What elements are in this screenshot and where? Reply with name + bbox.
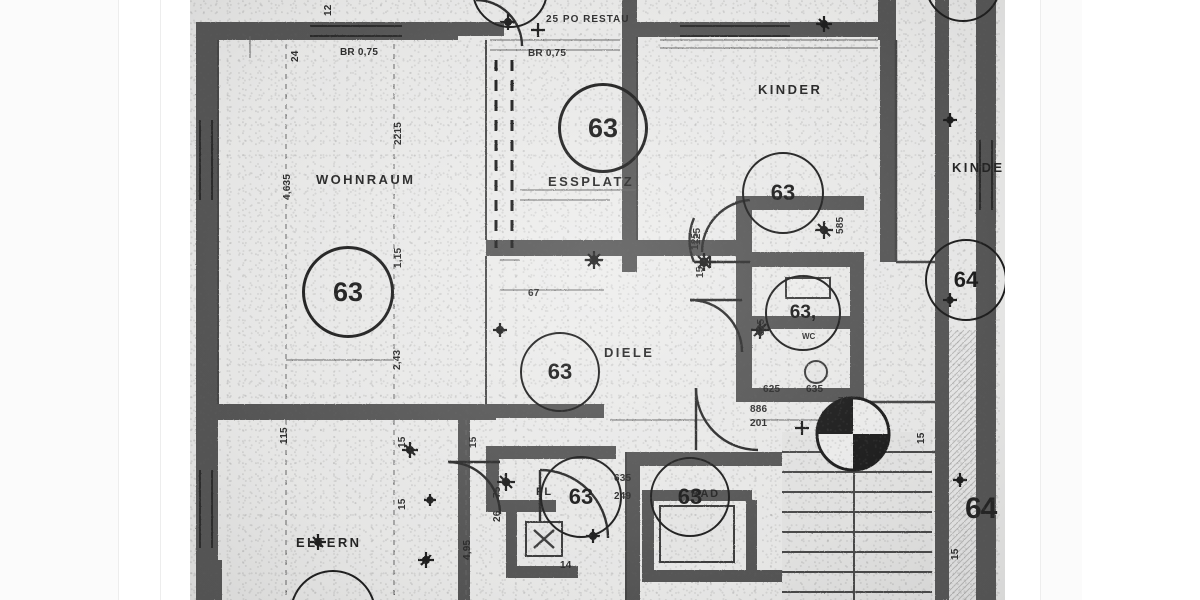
dim-wohnraum-width: 2215 <box>393 121 404 145</box>
dim-stair-635: 635 <box>806 384 824 395</box>
right-hatch-strip <box>949 330 976 600</box>
room-label-eltern: ELTERN <box>296 535 362 550</box>
room-label-wohnraum: WOHNRAUM <box>316 172 416 187</box>
dim-wc-7: 7 <box>838 396 844 407</box>
dim-kinder-585: 585 <box>835 216 846 234</box>
room-label-essplatz: ESSPLATZ <box>548 174 635 189</box>
marker-wc: 63, <box>765 275 841 351</box>
marker-essplatz: 63 <box>558 83 648 173</box>
marker-kinder-2: 64 <box>925 239 1005 321</box>
floor-plan-drawing <box>196 0 996 600</box>
marker-edge-right-bottom: 64 <box>965 492 997 525</box>
marker-value: 63 <box>547 359 573 384</box>
dim-right-125: 125 <box>690 232 701 250</box>
room-label-kinder-2: KINDE <box>952 160 1005 175</box>
dim-restaurant-note: 25 PO RESTAU <box>546 14 630 25</box>
marker-wohnraum: 63 <box>302 246 394 338</box>
dim-eltern-115: 115 <box>279 427 290 444</box>
marker-value: 63 <box>677 484 703 509</box>
room-label-diele: DIELE <box>604 345 655 360</box>
dashed-sliding-partition <box>494 60 514 248</box>
dim-top-12: 12 <box>323 4 334 16</box>
dim-stair-886: 886 <box>750 404 768 415</box>
marker-kinder: 63 <box>742 152 824 234</box>
dim-flur-14: 14 <box>560 560 572 571</box>
dim-stair-625: 625 <box>763 384 781 395</box>
left-margin-hairline-b <box>160 0 161 600</box>
marker-value: 63, <box>789 302 817 323</box>
marker-diele: 63 <box>520 332 600 412</box>
dim-wohnraum-b2: 1,15 <box>393 247 404 268</box>
dim-diele-67: 67 <box>528 288 540 299</box>
marker-value: 63 <box>332 276 364 307</box>
dim-bottom-15: 15 <box>950 548 961 560</box>
dim-eltern-15b: 15 <box>397 436 408 448</box>
right-page-margin <box>1040 0 1082 600</box>
left-margin-hairline-a <box>118 0 119 600</box>
dim-bad-249: 249 <box>614 491 632 502</box>
dim-bad-635: 635 <box>614 473 632 484</box>
dim-top-left-24: 24 <box>290 50 301 62</box>
dim-window-mid: BR 0,75 <box>528 48 567 59</box>
dim-flur-75: 75 <box>492 486 503 498</box>
left-page-margin <box>0 0 118 600</box>
dim-wohnraum-b1: 2,43 <box>392 349 403 370</box>
wall-layer <box>196 0 996 600</box>
floor-plan-sheet: WOHNRAUM ESSPLATZ KINDER KINDE DIELE ELT… <box>190 0 1005 600</box>
marker-value: 63 <box>587 112 619 143</box>
marker-flur: 63 <box>540 456 622 538</box>
dimension-lines <box>249 36 878 600</box>
survey-quadrant-marker <box>815 396 891 472</box>
dim-eltern-height: 4,95 <box>462 539 473 560</box>
dim-kinder-15a: 15 <box>695 266 706 278</box>
window-openings <box>199 25 993 548</box>
dim-wohnraum-height: 4,635 <box>282 173 293 200</box>
marker-bad: 63 <box>650 457 730 537</box>
dim-eltern-15c: 15 <box>397 498 408 510</box>
dim-eltern-15d: 15 <box>468 436 479 448</box>
room-label-kinder: KINDER <box>758 82 823 97</box>
dim-wc-625: 625 <box>756 318 767 336</box>
marker-value: 64 <box>953 267 979 292</box>
right-margin-hairline <box>1040 0 1041 600</box>
marker-value: 63 <box>568 484 594 509</box>
dim-right-15e: 15 <box>916 432 927 444</box>
marker-value: 63 <box>770 180 796 205</box>
dim-window-left: BR 0,75 <box>340 47 379 58</box>
dim-flur-26: 26 <box>492 510 503 522</box>
dim-stair-201: 201 <box>750 418 768 429</box>
